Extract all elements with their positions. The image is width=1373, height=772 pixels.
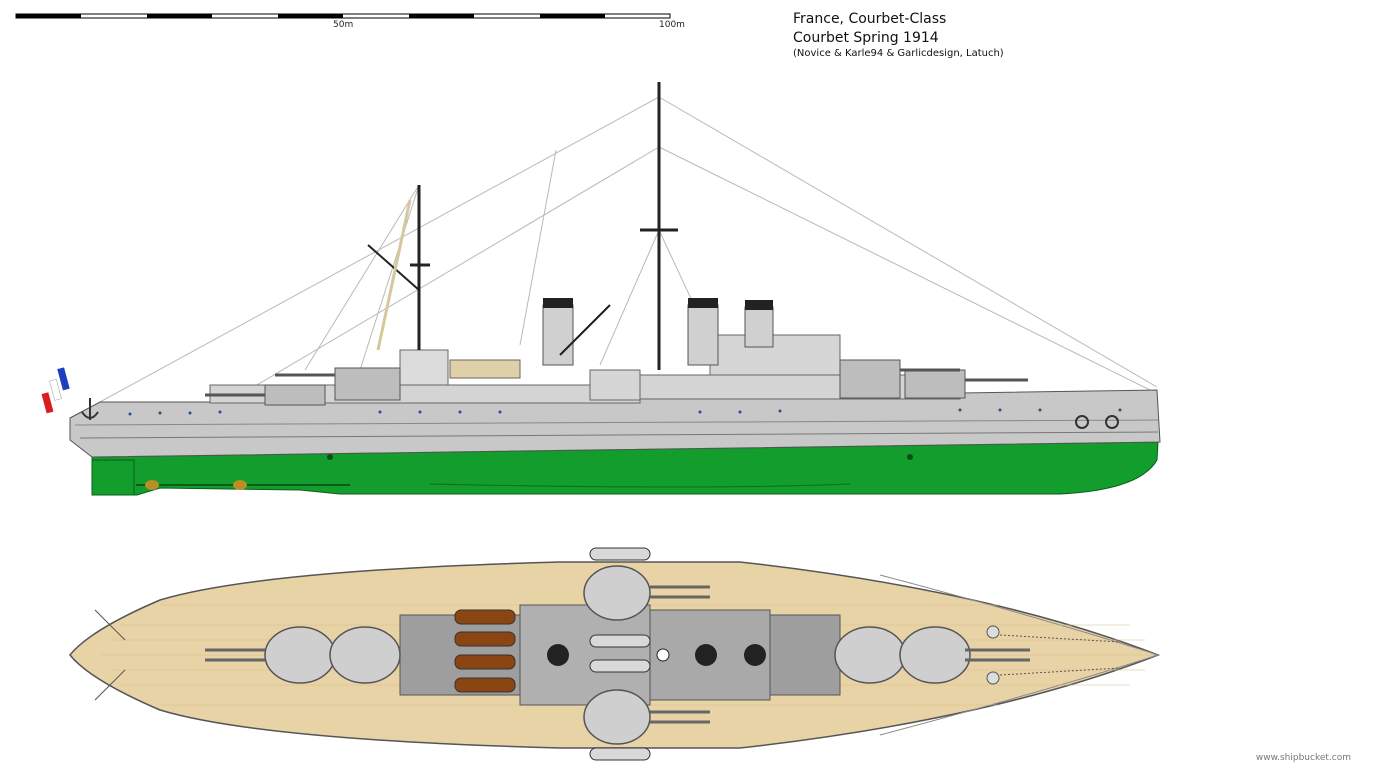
- portholes: [128, 408, 1122, 416]
- rigging-lines: [99, 96, 1158, 403]
- scale-end-label: 100m: [659, 20, 685, 30]
- scale-mid-label: 50m: [333, 20, 354, 30]
- site-credit: www.shipbucket.com: [1255, 753, 1351, 763]
- turret-side: [264, 359, 966, 406]
- rudder: [91, 459, 135, 496]
- propeller-icon: [145, 480, 247, 490]
- top-gun-barrels: [205, 585, 1030, 724]
- gun-barrels: [205, 368, 1028, 397]
- funnels: [542, 298, 774, 366]
- deck-plan: [69, 547, 1161, 761]
- funnel-top-icon: [547, 644, 766, 666]
- anchor-icon: [81, 398, 1119, 429]
- lifeboats: [454, 547, 651, 761]
- ship-name-title: Courbet Spring 1914: [793, 30, 939, 46]
- authors-credit: (Novice & Karle94 & Garlicdesign, Latuch…: [793, 48, 1004, 59]
- underwater-hull: [91, 441, 1159, 496]
- turret-top: [264, 565, 971, 745]
- anchor-chain: [999, 634, 1121, 676]
- french-flag-icon: [41, 367, 70, 414]
- ship-class-title: France, Courbet-Class: [793, 11, 947, 27]
- side-profile: [41, 82, 1161, 496]
- scale-bar: [15, 13, 671, 19]
